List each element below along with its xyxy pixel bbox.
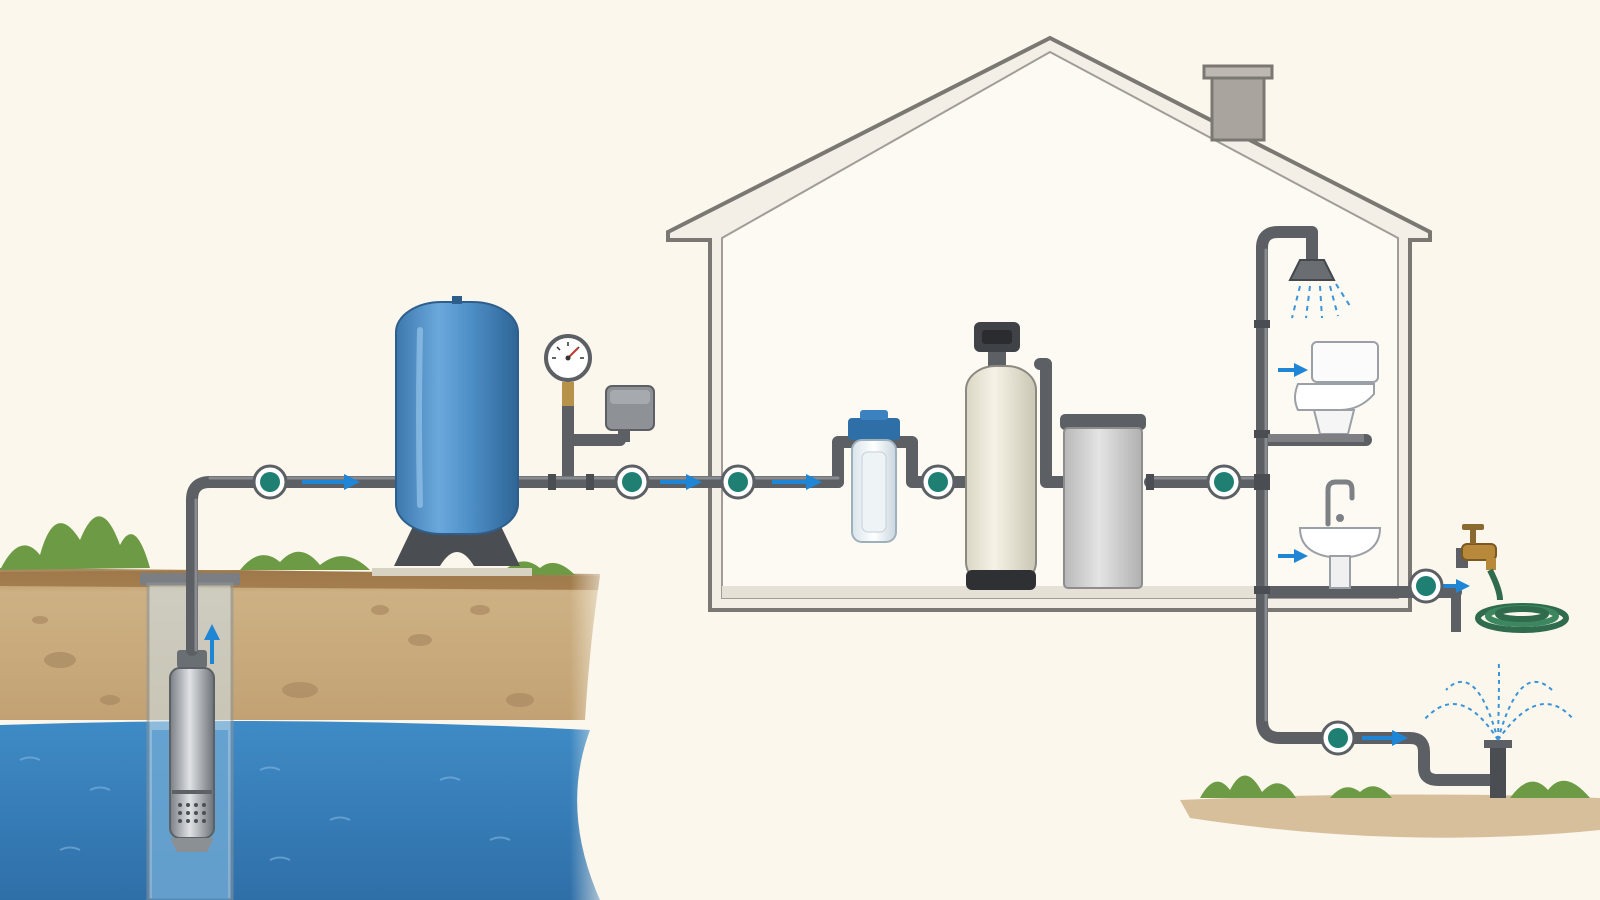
grass-left bbox=[0, 516, 575, 575]
pipe-softener-bypass bbox=[1034, 358, 1070, 488]
flow-arrow-sink bbox=[1278, 549, 1308, 563]
pressure-switch-icon bbox=[605, 385, 655, 442]
flow-node bbox=[614, 464, 650, 500]
pipe-filter-in bbox=[832, 436, 862, 488]
spigot-icon bbox=[1451, 524, 1497, 632]
flow-node bbox=[1206, 464, 1242, 500]
sediment-filter-icon bbox=[848, 410, 900, 543]
flow-nodes bbox=[252, 464, 1444, 756]
tank-base-slab bbox=[372, 568, 532, 576]
sink-icon bbox=[1298, 479, 1382, 589]
flow-arrow-to-filter bbox=[772, 474, 822, 490]
flow-arrow-to-tank bbox=[302, 474, 360, 490]
flow-arrow-well-up bbox=[204, 624, 220, 664]
chimney bbox=[1210, 68, 1266, 142]
brine-tank-icon bbox=[1060, 414, 1146, 589]
flow-node bbox=[1408, 568, 1444, 604]
flow-node bbox=[920, 464, 956, 500]
flow-arrow-toilet bbox=[1278, 363, 1308, 377]
pipe-irrigation bbox=[1256, 714, 1502, 786]
flow-node bbox=[1320, 720, 1356, 756]
flow-node bbox=[720, 464, 756, 500]
toilet-shelf bbox=[1268, 434, 1364, 442]
house-outline bbox=[666, 35, 1432, 612]
pipe-well-riser bbox=[186, 476, 404, 656]
pipe-network bbox=[186, 226, 1502, 786]
submersible-pump-icon bbox=[169, 650, 215, 852]
water-softener-icon bbox=[965, 322, 1037, 590]
sprinkler-icon bbox=[1423, 661, 1575, 798]
irrigation-ground bbox=[1180, 775, 1600, 838]
shower-head-icon bbox=[1288, 250, 1351, 319]
flow-node bbox=[252, 464, 288, 500]
pressure-tank-icon bbox=[394, 296, 520, 566]
house-floor bbox=[722, 586, 1398, 598]
toilet-icon bbox=[1294, 341, 1379, 435]
ground-fade bbox=[420, 560, 620, 900]
garden-hose-icon bbox=[1475, 568, 1569, 633]
pipe-vertical-trunk bbox=[1256, 226, 1318, 726]
pressure-gauge-icon bbox=[544, 334, 592, 406]
ground-cross-section bbox=[0, 516, 620, 900]
flow-arrow-irrigation bbox=[1362, 730, 1408, 746]
flow-arrow-to-house-1 bbox=[660, 474, 702, 490]
